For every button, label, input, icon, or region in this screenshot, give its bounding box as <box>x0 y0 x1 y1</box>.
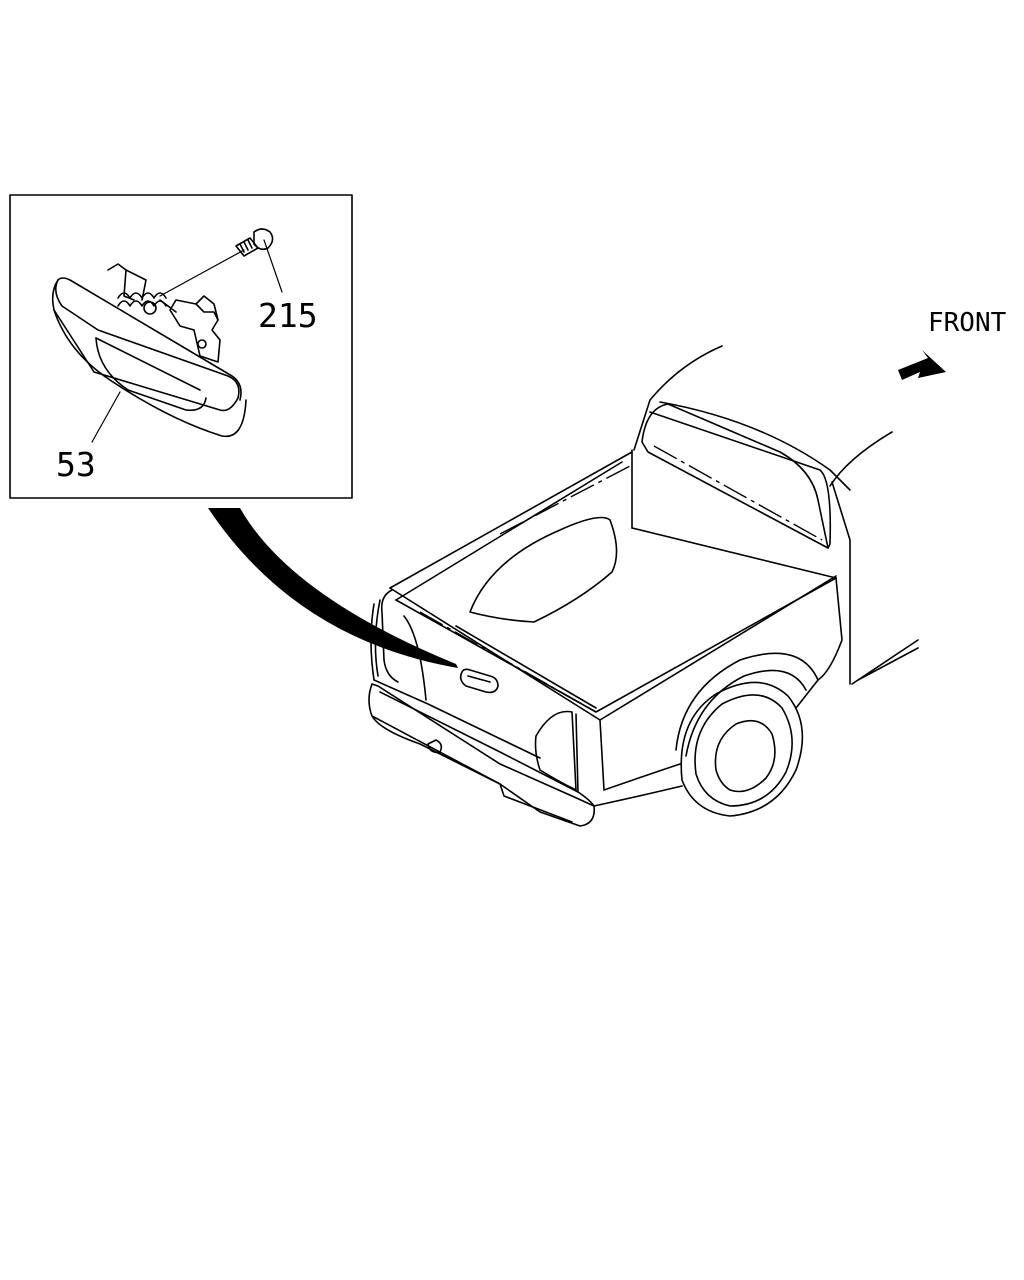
front-direction-indicator: FRONT <box>898 308 1007 380</box>
inset-frame <box>9 194 353 499</box>
front-label: FRONT <box>928 308 1007 338</box>
tailgate-handle-location <box>459 668 499 694</box>
front-arrow-icon <box>898 350 946 380</box>
leader-line-215 <box>263 239 283 293</box>
screw-drawing <box>235 228 274 257</box>
inset-detail: 53 215 <box>9 194 353 499</box>
leader-line-53 <box>91 391 121 443</box>
tailgate-handle-drawing <box>51 249 247 438</box>
callout-label: 215 <box>258 296 318 335</box>
pointer-arrow <box>208 508 458 668</box>
pickup-truck-drawing <box>368 345 919 827</box>
callout-label: 53 <box>56 445 96 484</box>
